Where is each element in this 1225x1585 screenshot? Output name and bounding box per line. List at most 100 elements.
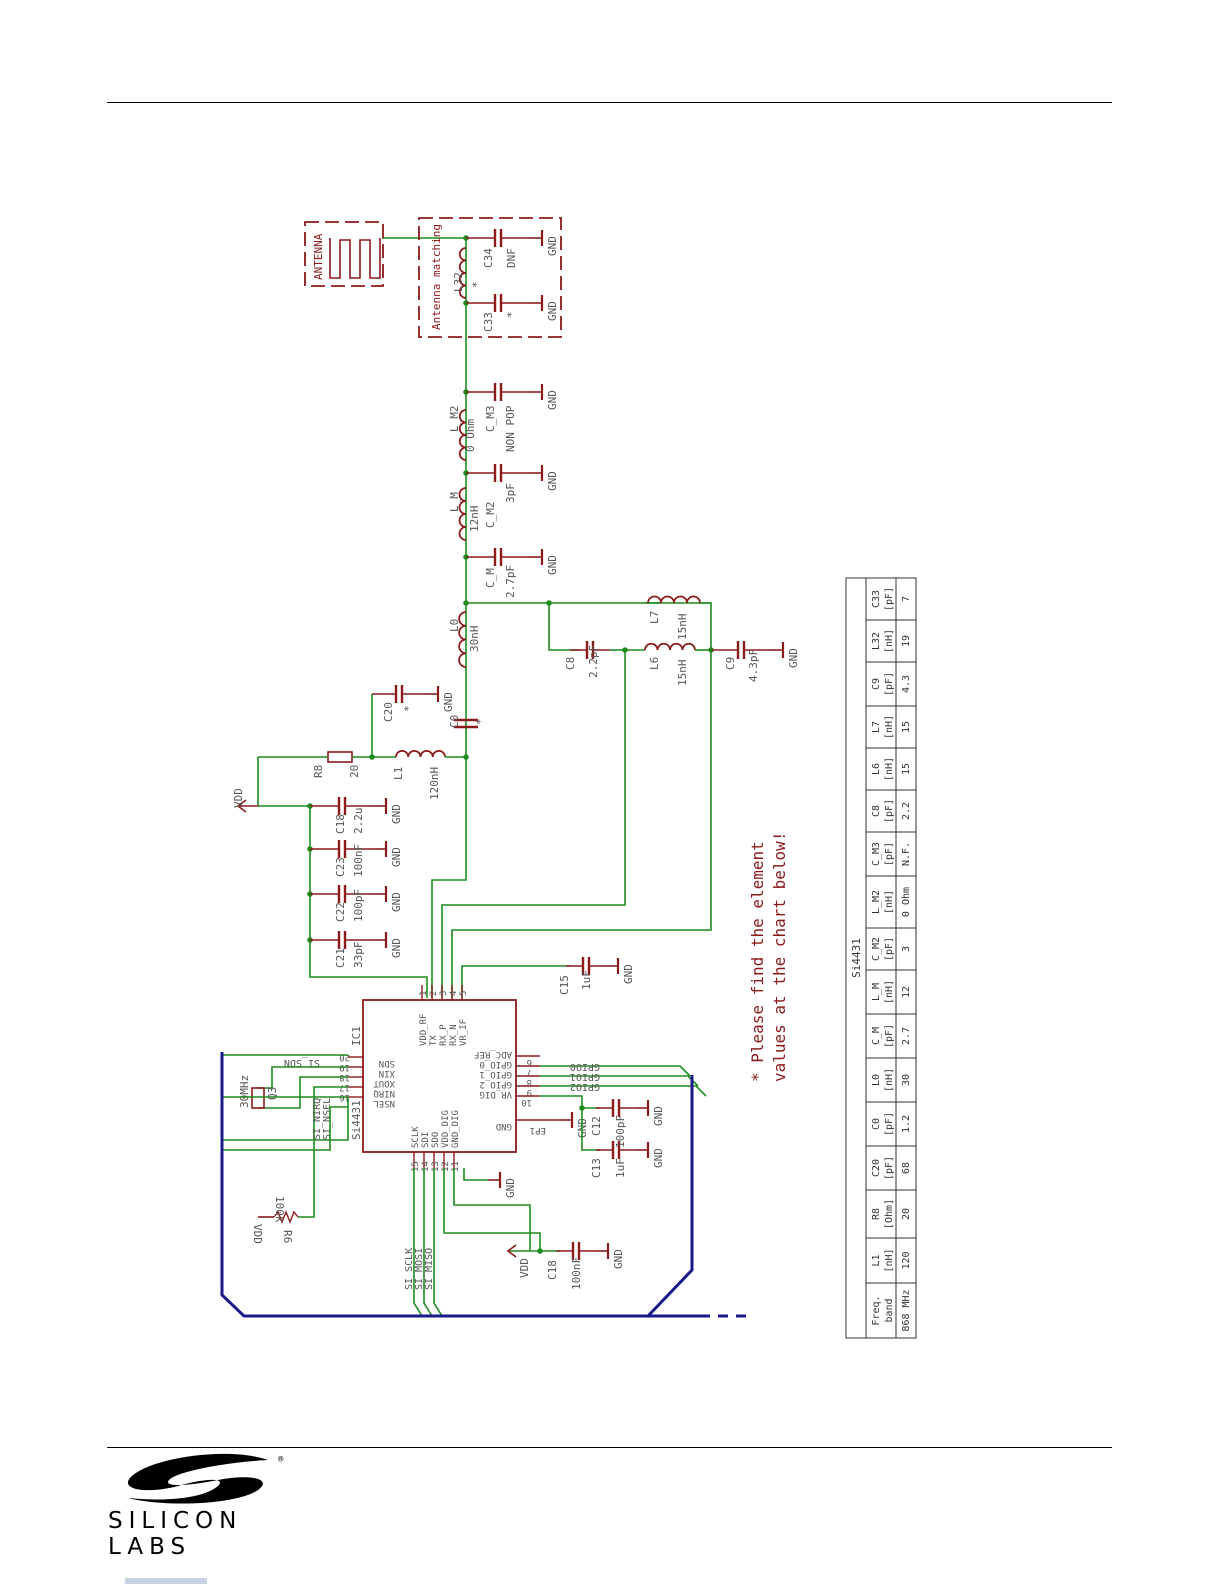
ic-pin-name: ADC_REF [474,1049,512,1059]
table-header-unit: [pF] [884,1112,895,1136]
wire [443,1168,541,1251]
c12-ref: C12 [590,1116,603,1136]
ic-pin-num: 9 [527,1087,532,1097]
wire [222,1097,349,1141]
wire [548,603,580,651]
net-spi: SI_MOSI [414,1248,425,1290]
wire [309,806,428,998]
wire [581,1108,600,1151]
net-si-sdn: SI_SDN [284,1057,320,1068]
table-cell: 868 MHz [901,1289,912,1331]
table-cell: 30 [901,1074,912,1086]
c12-value: 100pF [614,1115,627,1148]
cm-gnd-label: GND [546,555,559,575]
r6-ref: R6 [281,1230,294,1243]
vdd-label-2: VDD [518,1258,531,1278]
c0-ref: C0 [448,715,461,728]
table-cell: 15 [901,763,912,775]
ic-pin-name: GND_DIG [451,1110,461,1148]
table-header-unit: [pF] [884,1024,895,1048]
wire [258,1076,348,1109]
table-title: Si4431 [850,938,863,978]
table-cell: 2.2 [901,802,912,820]
table-header: C_M3 [871,842,882,866]
ic-pin-name: VDD_DIG [441,1110,451,1148]
wire [700,602,712,650]
lm-inductor [458,487,467,541]
ic-pin-num: 7 [527,1067,532,1077]
net-gpio: GPIO1 [570,1071,600,1082]
c18a-value: 2.2u [352,808,365,835]
ic-pin-name: VDD_RF [419,1013,429,1046]
table-header: C_M [871,1027,882,1045]
table-cell: 0 Ohm [901,887,912,917]
footer-link-highlight [125,1578,207,1584]
c21-gnd-label: GND [390,938,403,958]
antenna-trace [329,238,381,279]
antenna-box [304,221,384,287]
table-header: L6 [871,763,882,775]
c18b-gnd-label: GND [612,1249,625,1269]
crystal-value: 30MHz [238,1075,251,1108]
table-cell: 120 [901,1251,912,1269]
l7-value: 15nH [676,614,689,641]
table-header-unit: [pF] [884,1156,895,1180]
cm3-gnd-label: GND [546,390,559,410]
silicon-labs-logo-mark: ® [127,1453,284,1504]
c18b-value: 100nF [570,1257,583,1290]
table-header: Freq. [871,1295,882,1325]
r6-value: 100k [273,1196,286,1223]
ic-pin-name: NSEL [373,1098,395,1108]
table-cell: 68 [901,1162,912,1174]
table-header-unit: [nH] [884,890,895,914]
note-line-2: values at the chart below! [770,832,789,1082]
c34-value: DNF [505,248,518,268]
l7-inductor [647,595,701,604]
r8-resistor [327,751,353,763]
l0-inductor [458,611,467,668]
table-cell: 12 [901,986,912,998]
wire [298,1086,348,1218]
lm-ref: L_M [448,492,461,512]
l32-value: * [470,281,483,288]
table-header-unit: [nH] [884,1068,895,1092]
ic-ep-name: GND [496,1121,512,1131]
table-header: L1 [871,1254,882,1266]
vdd-arrow-2 [506,1244,517,1258]
c9-ref: C9 [724,657,737,670]
c21-value: 33pF [352,942,365,969]
table-header-unit: [pF] [884,937,895,961]
l1-ref: L1 [392,767,405,780]
ic-ref: IC1 [350,1026,363,1046]
ic-pin-name: RX_P [439,1024,449,1046]
net-gpio: GPIO2 [570,1081,600,1092]
table-header: L_M2 [871,890,882,914]
table-header-unit: [nH] [884,1248,895,1272]
table-cell: N.F. [901,842,912,866]
c34-gnd-label: GND [546,236,559,256]
r8-ref: R8 [312,765,325,778]
ic-pin-num: 12 [441,1161,451,1172]
l6-inductor [644,642,696,651]
table-header: C33 [871,590,882,608]
table-cell: 4.3 [901,675,912,693]
table-header: R8 [871,1208,882,1220]
table-header-unit: [nH] [884,757,895,781]
ic-pin-num: 14 [421,1161,431,1172]
ic-pin-num: 8 [527,1077,532,1087]
footer-rule [107,1447,1112,1448]
table-header: C9 [871,678,882,690]
note-line-1: * Please find the element [748,841,767,1082]
l0-ref: L0 [448,619,461,632]
c18a-gnd-label: GND [390,804,403,824]
table-header-unit: [pF] [884,842,895,866]
c22-ref: C22 [334,902,347,922]
header-rule [107,102,1112,103]
table-header-unit: [pF] [884,672,895,696]
brand-wordmark: SILICON LABS [108,1508,243,1560]
cm-value: 2.7pF [504,565,517,598]
wire [540,1095,583,1108]
wire [451,650,712,998]
wire [222,1106,348,1151]
lm2-value: 0 Ohm [464,419,477,452]
